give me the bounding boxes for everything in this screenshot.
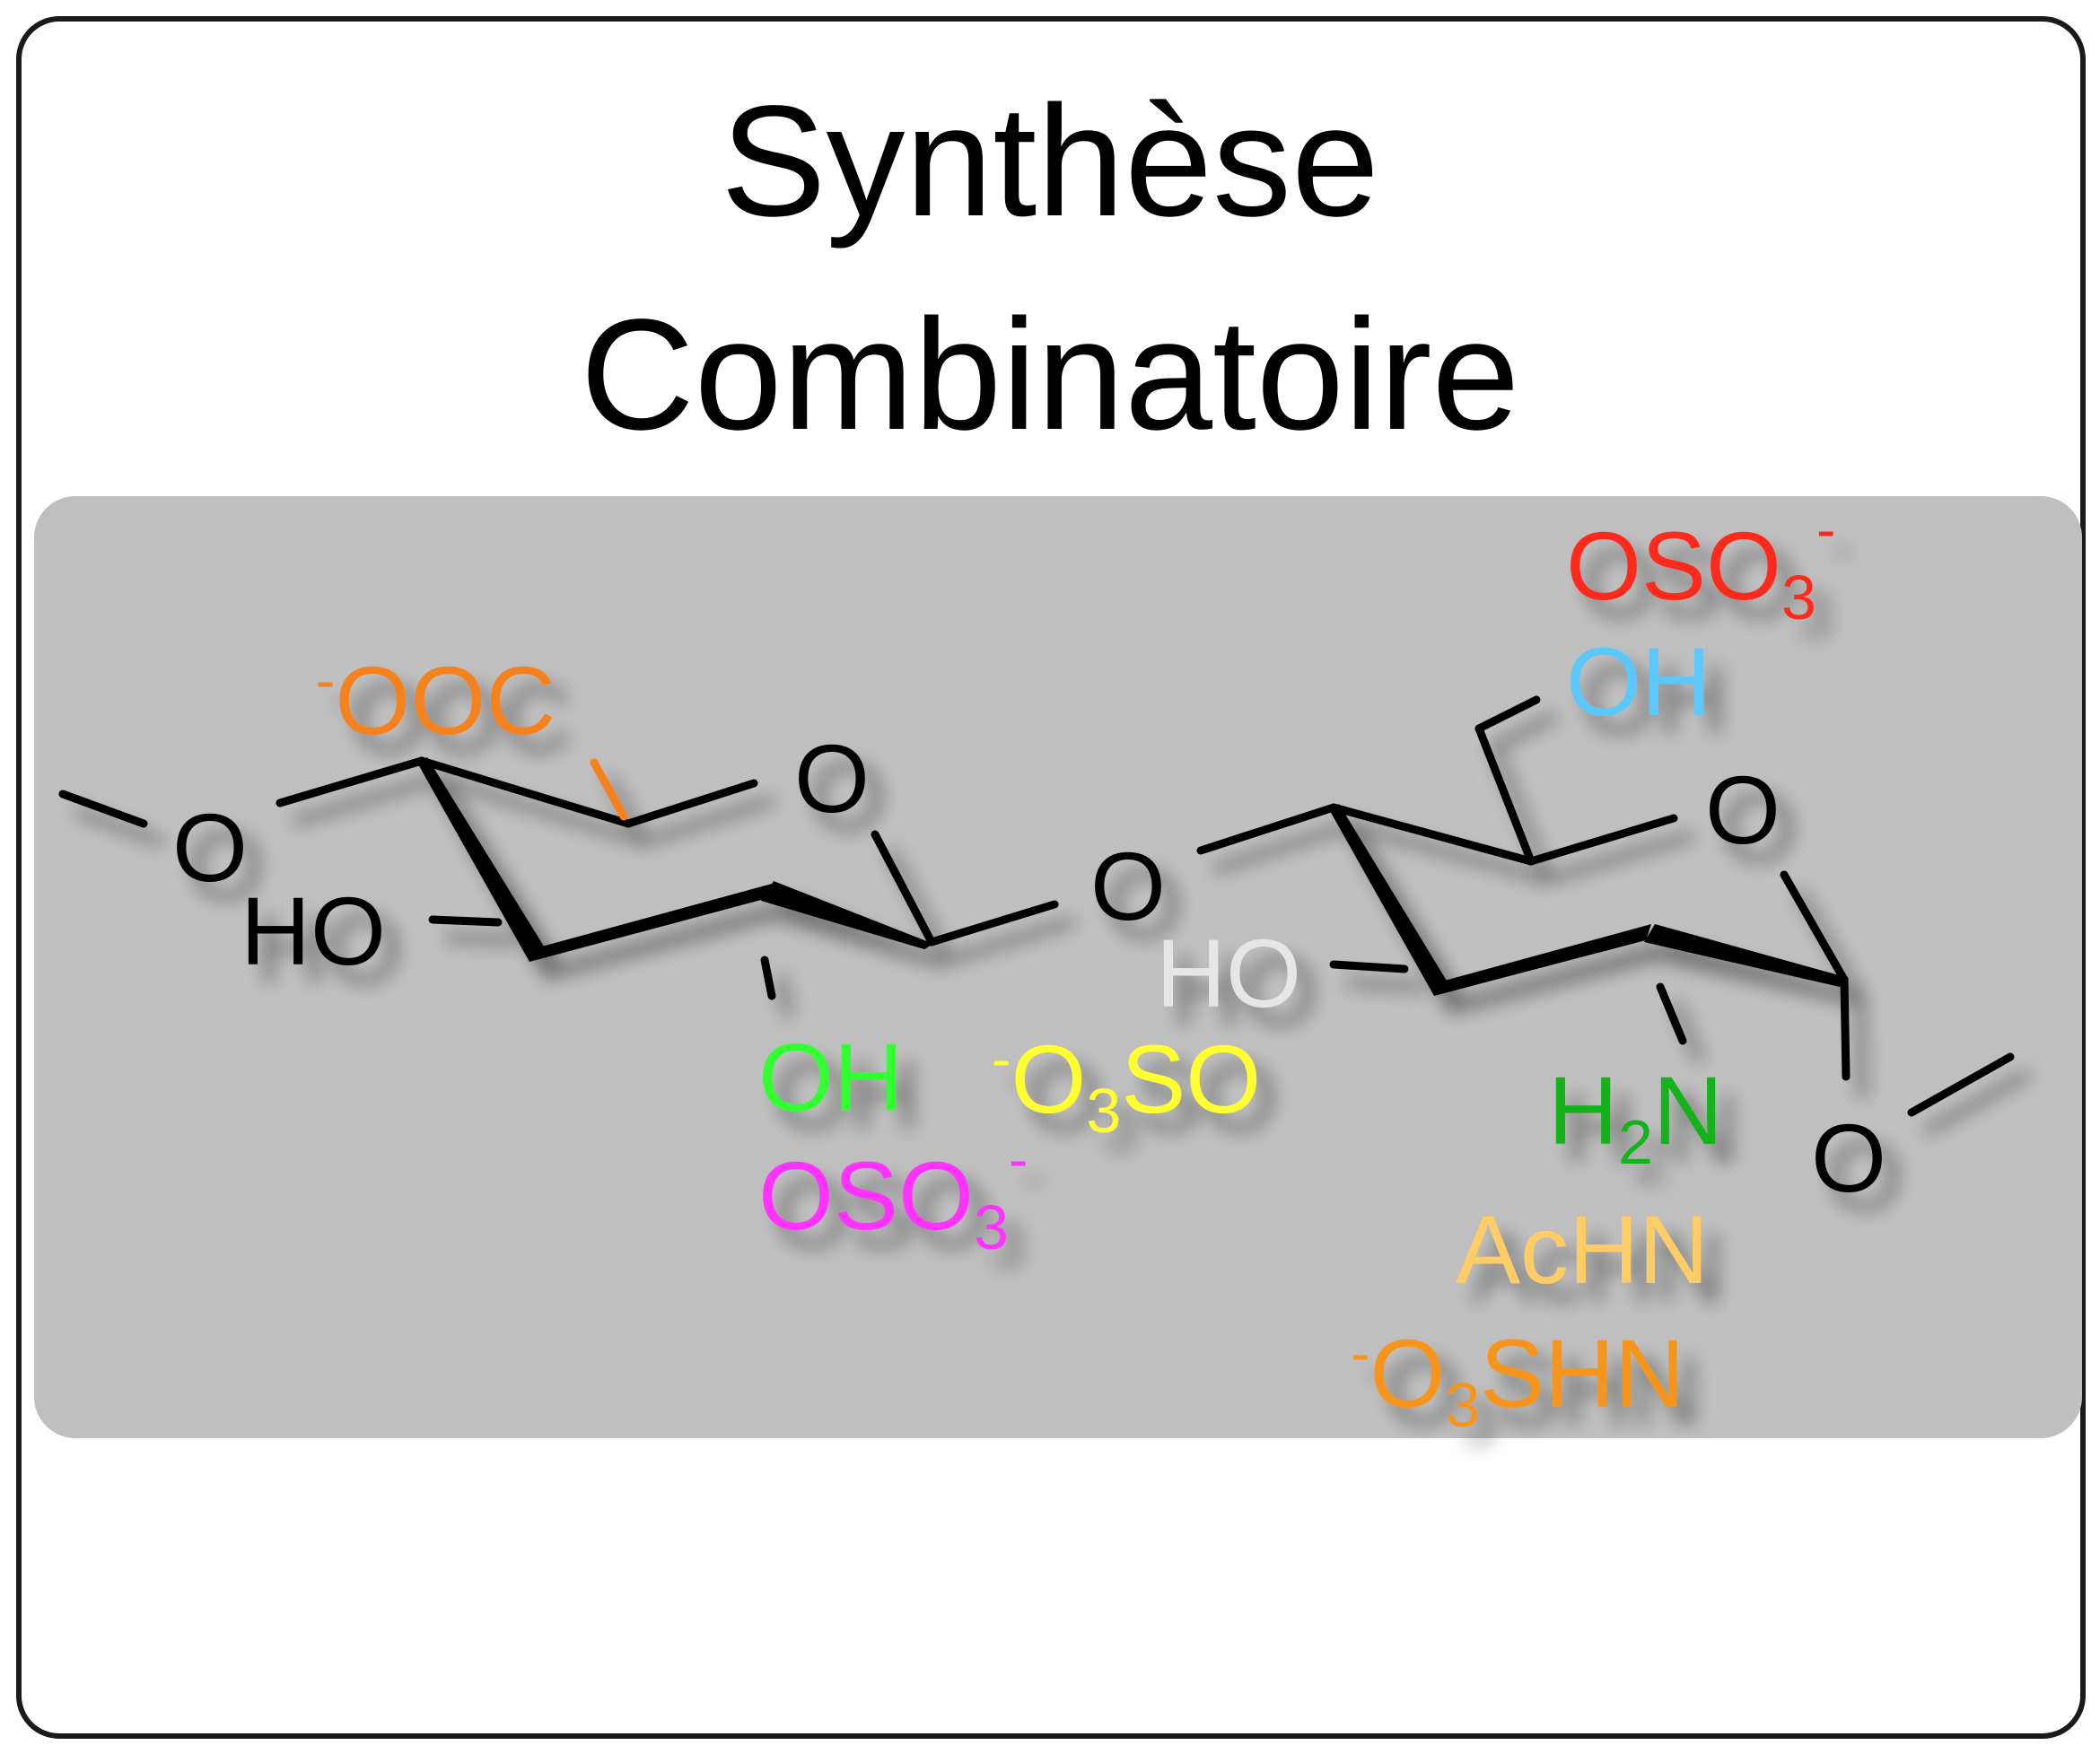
title-line-1: Synthèse: [721, 74, 1379, 249]
amine-label: H2N: [1548, 1056, 1723, 1177]
carboxylate-label: -OOC: [316, 646, 556, 755]
hydroxyl-left: HO: [241, 877, 386, 985]
bonds-right-ring: [1196, 695, 2015, 1117]
ring-oxygen-right: O: [1705, 755, 1781, 864]
structure-panel: [34, 496, 2082, 1438]
glycosidic-oxygen: O: [1090, 832, 1166, 940]
wedges-right-ring: [1330, 804, 1849, 996]
link-oxygen-left: O: [172, 793, 248, 902]
c2-sulfate-label: OSO3-: [758, 1127, 1028, 1262]
ring-oxygen-left: O: [794, 724, 870, 833]
link-oxygen-right: O: [1811, 1104, 1886, 1212]
c3-sulfate-label: -O3SO: [992, 1025, 1261, 1146]
sulfamido-label: -O3SHN: [1351, 1319, 1684, 1440]
acetamido-label: AcHN: [1456, 1195, 1709, 1304]
c6-sulfate-label: OSO3-: [1566, 497, 1835, 633]
c3-hydroxyl-label: HO: [1156, 919, 1301, 1027]
carboxylate-bond: [590, 758, 628, 821]
bonds-left-ring: [58, 756, 1059, 1000]
c2-hydroxyl-label: OH: [758, 1023, 904, 1131]
wedges-left-ring: [418, 757, 933, 962]
title-line-2: Combinatoire: [580, 287, 1520, 463]
c6-hydroxyl-label: OH: [1566, 627, 1711, 736]
